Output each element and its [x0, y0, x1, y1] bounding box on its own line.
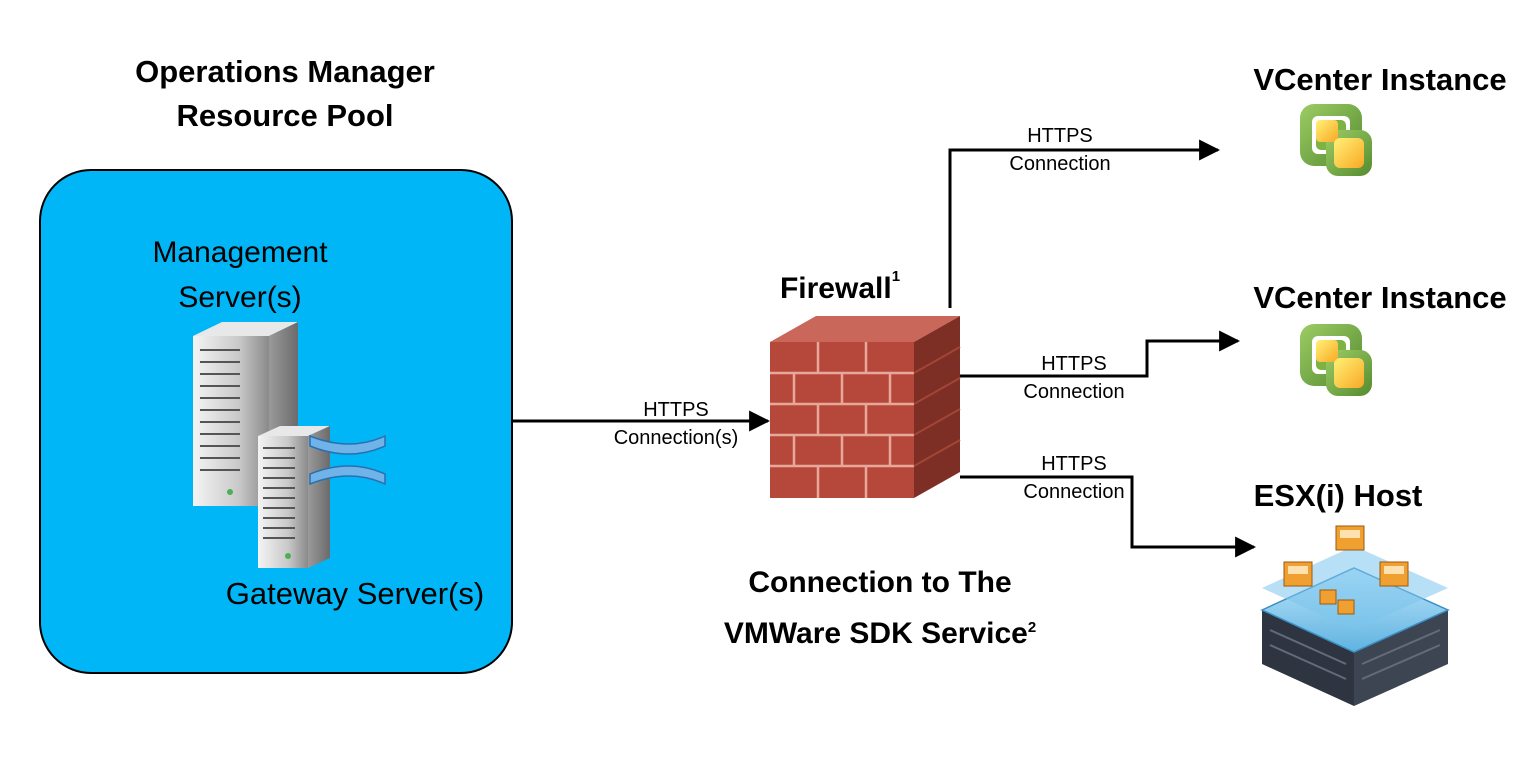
- gateway-server-icon: [258, 426, 386, 568]
- to-vcenter1-arrow: [948, 139, 1221, 308]
- pool-to-firewall-label: HTTPS Connection(s): [596, 396, 756, 452]
- management-label-line2: Server(s): [178, 281, 302, 314]
- pool-title-line2: Resource Pool: [176, 98, 394, 133]
- conn-label-line1: HTTPS: [643, 399, 709, 421]
- conn-label-line2: Connection: [1023, 481, 1125, 503]
- firewall-title-text: Firewall: [779, 272, 892, 305]
- server-icon: [193, 322, 298, 506]
- esx-host-icon: [1260, 525, 1450, 706]
- conn-label-line1: HTTPS: [1041, 453, 1107, 475]
- to-esx-label: HTTPS Connection: [1004, 450, 1144, 506]
- sdk-title-line2-wrap: VMWare SDK Service2: [690, 605, 1070, 656]
- firewall-footnote: 1: [891, 268, 901, 285]
- vcenter1-title: VCenter Instance: [1253, 62, 1507, 97]
- conn-label-line1: HTTPS: [1041, 353, 1107, 375]
- conn-label-line2: Connection(s): [613, 427, 739, 449]
- sdk-title-line1: Connection to The: [748, 566, 1012, 599]
- esx-title: ESX(i) Host: [1253, 478, 1423, 513]
- conn-label-line2: Connection: [1023, 381, 1125, 403]
- sdk-title-line2: VMWare SDK Service: [723, 617, 1028, 650]
- firewall-title: Firewall1: [740, 268, 940, 306]
- vcenter2-title: VCenter Instance: [1253, 280, 1507, 315]
- pool-title: Operations Manager Resource Pool: [80, 50, 490, 138]
- sdk-title: Connection to The VMWare SDK Service2: [690, 560, 1070, 656]
- to-vcenter1-label: HTTPS Connection: [990, 122, 1130, 178]
- management-label-line1: Management: [152, 236, 328, 269]
- gateway-server-label: Gateway Server(s): [225, 576, 485, 611]
- sdk-footnote: 2: [1027, 619, 1037, 636]
- conn-label-line1: HTTPS: [1027, 125, 1093, 147]
- vcenter-icon: [1300, 324, 1372, 396]
- resource-pool-box: [39, 169, 513, 674]
- pool-title-line1: Operations Manager: [135, 54, 435, 89]
- management-server-label: Management Server(s): [120, 230, 360, 320]
- to-vcenter2-label: HTTPS Connection: [1004, 350, 1144, 406]
- conn-label-line2: Connection: [1009, 153, 1111, 175]
- firewall-icon: [770, 316, 961, 498]
- to-esx-arrow: [960, 475, 1257, 558]
- vcenter-icon: [1300, 104, 1372, 176]
- to-vcenter2-arrow: [960, 330, 1241, 378]
